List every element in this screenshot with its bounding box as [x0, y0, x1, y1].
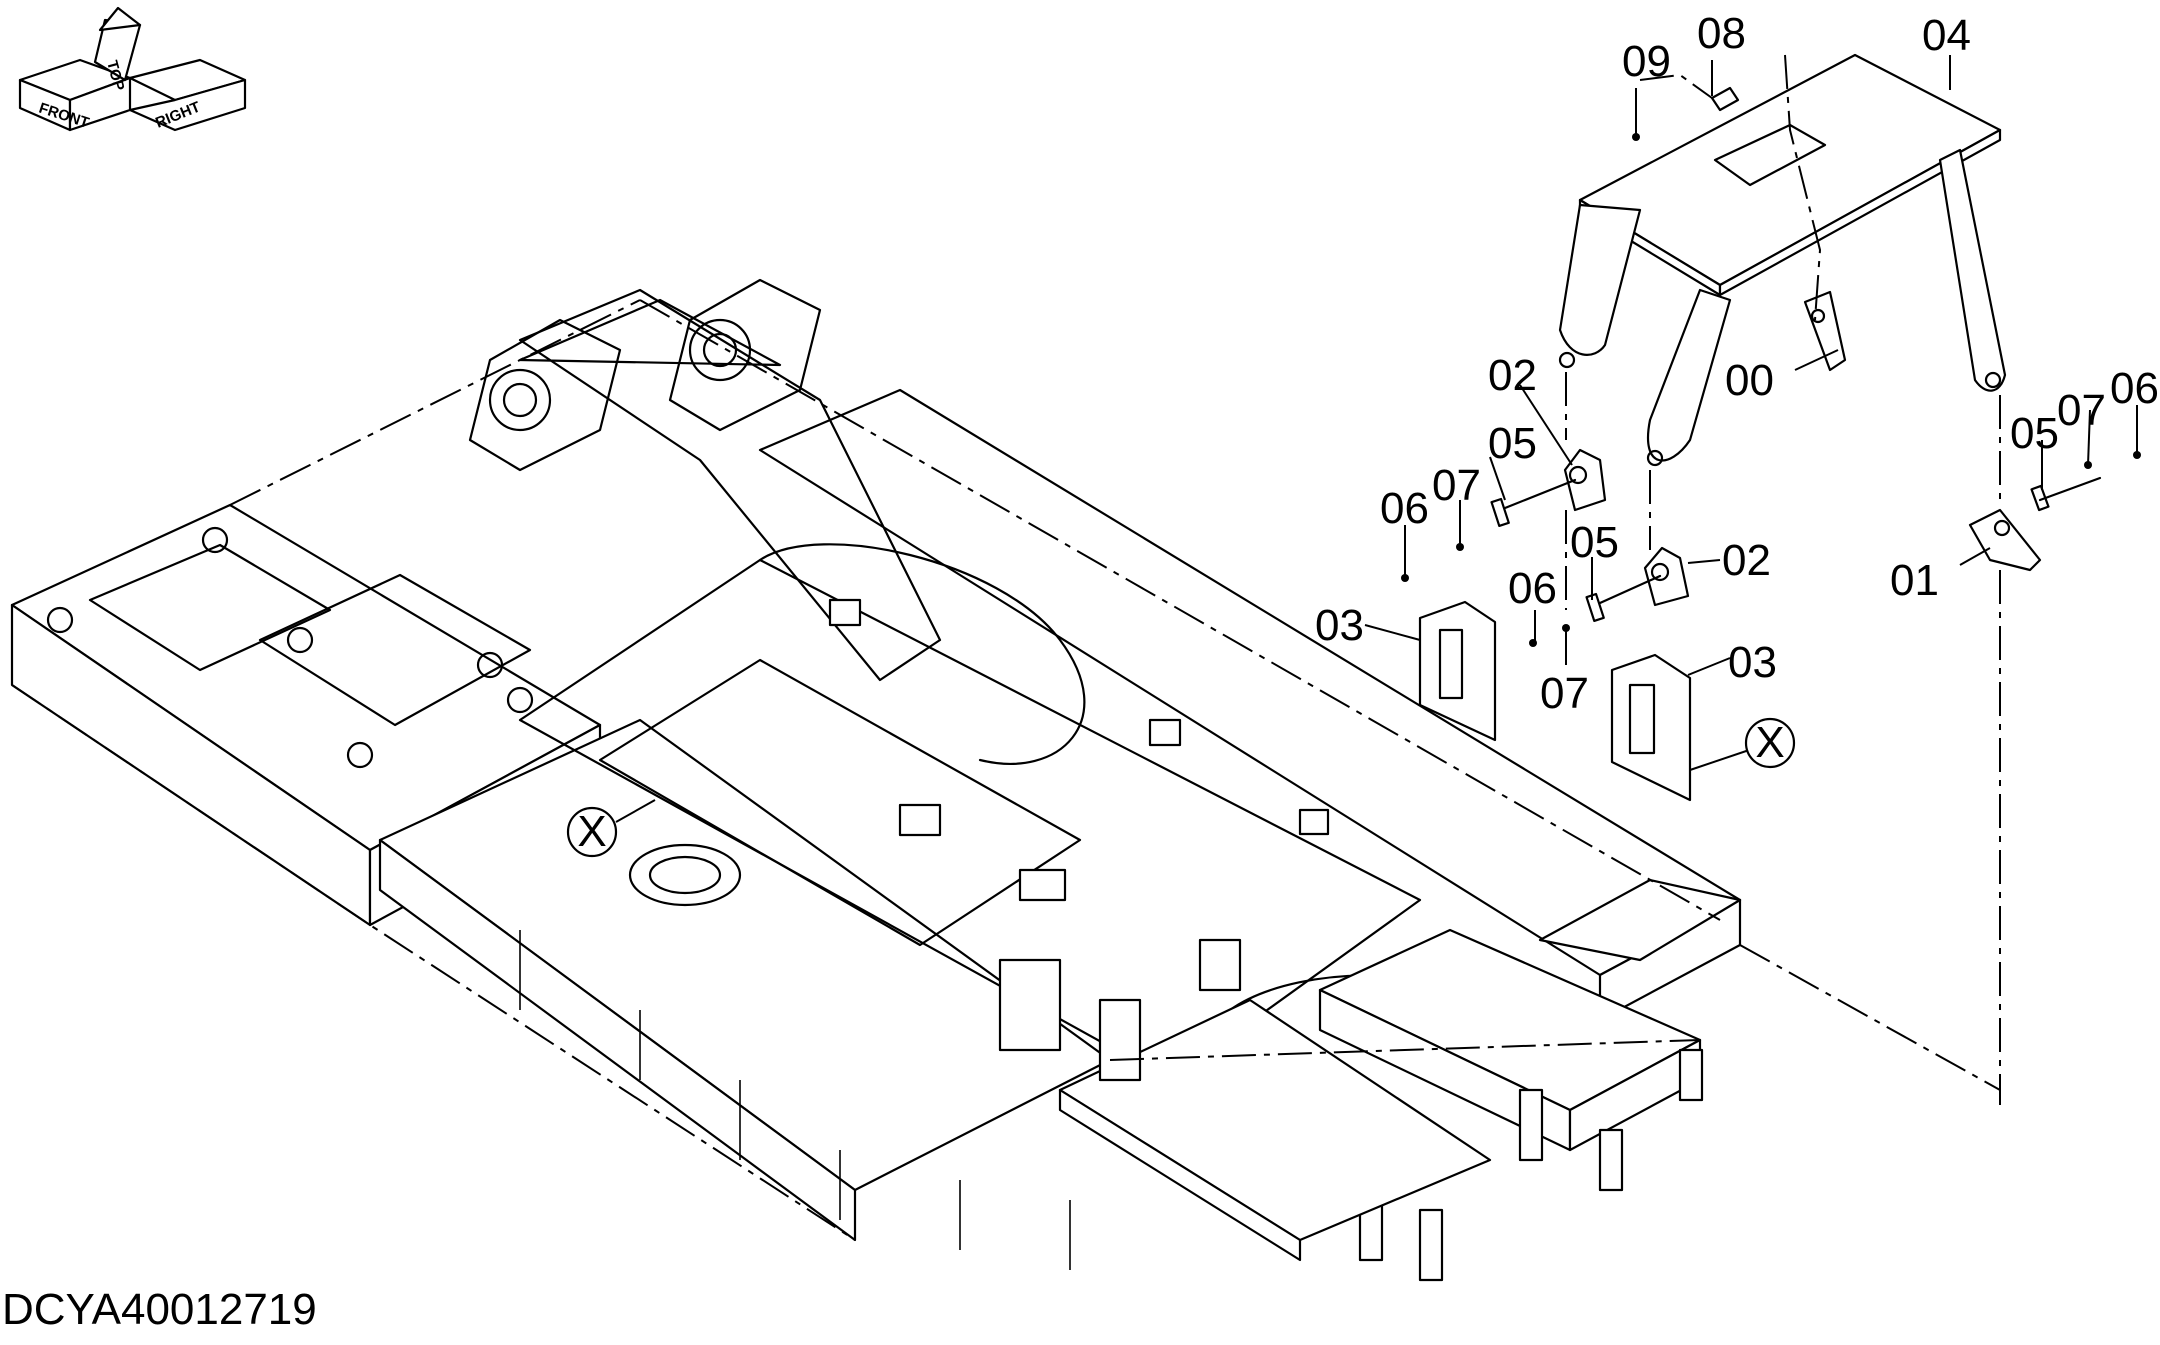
- document-id: DCYA40012719: [2, 1285, 317, 1334]
- part-05-pin-upper: [1490, 478, 1577, 528]
- callout-02-lower: 02: [1722, 536, 1771, 585]
- callout-02-upper: 02: [1488, 351, 1537, 400]
- callout-06-upper: 06: [1380, 484, 1429, 533]
- part-08-bolt: [1710, 86, 1740, 112]
- callout-05-upper: 05: [1488, 419, 1537, 468]
- callout-04: 04: [1922, 11, 1971, 60]
- callout-07-right: 07: [2057, 386, 2106, 435]
- svg-text:X: X: [577, 807, 606, 856]
- part-02-hinge-bracket-upper: [1563, 448, 1607, 512]
- part-01-hinge-bracket-right: [1968, 476, 2102, 572]
- callout-06-lower: 06: [1508, 564, 1557, 613]
- upper-frame-assembly: [10, 278, 2001, 1282]
- svg-text:X: X: [1755, 718, 1784, 767]
- callout-03-left: 03: [1315, 601, 1364, 650]
- callout-07-upper: 07: [1432, 461, 1481, 510]
- part-03-shim-plate-right: [1610, 653, 1692, 802]
- callout-leaders: [1364, 55, 2138, 771]
- part-00-bracket: [1794, 290, 1847, 372]
- callout-06-right: 06: [2110, 364, 2159, 413]
- callout-09: 09: [1622, 37, 1671, 86]
- callout-01: 01: [1890, 556, 1939, 605]
- callout-08: 08: [1697, 9, 1746, 58]
- assembly-center-lines: [1565, 54, 2001, 1105]
- section-marker-frame: X: [566, 799, 656, 858]
- callout-labels: 09 08 04 00 02 05 07 06 03 05 02 06 07 0…: [1315, 9, 2159, 718]
- section-marker-parts: X: [1744, 717, 1796, 769]
- callout-05-lower: 05: [1570, 518, 1619, 567]
- callout-03-right: 03: [1728, 638, 1777, 687]
- part-03-shim-plate-left: [1418, 600, 1497, 742]
- callout-07-lower: 07: [1540, 669, 1589, 718]
- orientation-cube-icon: FRONT TOP RIGHT: [18, 6, 247, 132]
- part-02-hinge-bracket-lower: [1643, 546, 1690, 607]
- callout-00: 00: [1725, 356, 1774, 405]
- callout-05-right: 05: [2010, 409, 2059, 458]
- part-04-cab-support-stand: [1558, 53, 2007, 467]
